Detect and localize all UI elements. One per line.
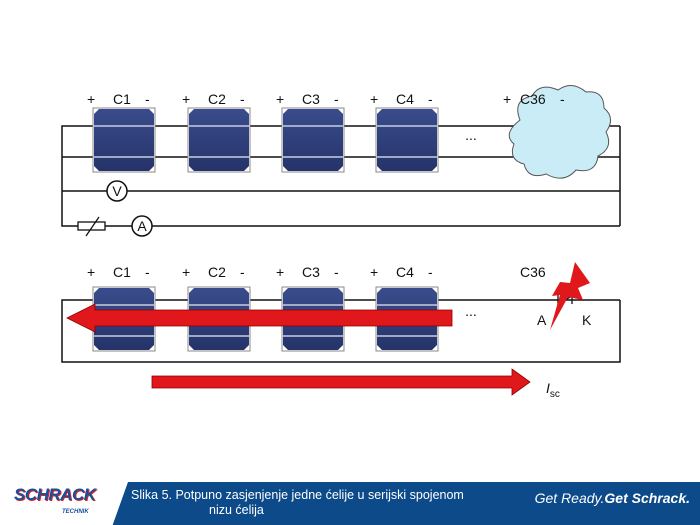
bottom-cell-minus-label: - [240, 264, 245, 280]
bottom-cell-plus-label: + [370, 264, 378, 280]
top-cell-name-label: C4 [396, 91, 414, 107]
bottom-cell-name-label: C1 [113, 264, 131, 280]
short-circuit-arrow-left [66, 303, 453, 333]
top-cell-minus-label: - [428, 91, 433, 107]
top-cell-plus-label: + [276, 91, 284, 107]
cloud-shade [508, 85, 611, 179]
top-cell-3 [281, 107, 345, 173]
top-cell-minus-label: - [145, 91, 150, 107]
ammeter: A [131, 215, 153, 237]
anode-label: A [537, 312, 547, 328]
bottom-cell-minus-label: - [428, 264, 433, 280]
logo-area [0, 482, 128, 525]
top-cell-name-label: C1 [113, 91, 131, 107]
bottom-cell-plus-label: + [182, 264, 190, 280]
top-cell-2 [187, 107, 251, 173]
figure-caption: Slika 5. Potpuno zasjenjenje jedne ćelij… [131, 488, 464, 518]
caption-line-1: Slika 5. Potpuno zasjenjenje jedne ćelij… [131, 488, 464, 502]
ellipsis-bottom: ... [465, 303, 477, 319]
c36-label: C36 [520, 91, 546, 107]
ellipsis-top: ... [465, 127, 477, 143]
top-cell-1 [92, 107, 156, 173]
top-cell-plus-label: + [182, 91, 190, 107]
top-cell-minus-label: - [334, 91, 339, 107]
top-cell-plus-label: + [370, 91, 378, 107]
bottom-cell-name-label: C3 [302, 264, 320, 280]
bottom-cell-plus-label: + [87, 264, 95, 280]
schrack-logo-sub: TECHNIK [62, 509, 89, 515]
schrack-logo: SCHRACK [14, 485, 96, 504]
c36-minus: - [560, 91, 565, 107]
circuit-diagram: +C1-+C2-+C3-+C4- V A ... + C36 - +C1-+C2… [61, 85, 621, 400]
variable-resistor [77, 216, 106, 237]
slogan-part-1: Get Ready. [534, 490, 605, 506]
c36-plus: + [503, 91, 511, 107]
slogan-part-2: Get Schrack. [604, 490, 690, 506]
bottom-cell-plus-label: + [276, 264, 284, 280]
ammeter-label: A [137, 218, 147, 234]
voltmeter: V [106, 180, 128, 202]
bottom-cell-name-label: C4 [396, 264, 414, 280]
top-cell-4 [375, 107, 439, 173]
slogan: Get Ready.Get Schrack. [535, 490, 690, 506]
lightning-icon [550, 262, 590, 330]
isc-label: Isc [546, 380, 560, 400]
top-cell-plus-label: + [87, 91, 95, 107]
top-cell-name-label: C2 [208, 91, 226, 107]
top-cell-name-label: C3 [302, 91, 320, 107]
cathode-label: K [582, 312, 592, 328]
bottom-cell-minus-label: - [334, 264, 339, 280]
bottom-cell-name-label: C2 [208, 264, 226, 280]
bottom-cell-minus-label: - [145, 264, 150, 280]
c36-shaded-label: C36 [520, 264, 546, 280]
voltmeter-label: V [112, 183, 122, 199]
caption-line-2: nizu ćelija [209, 503, 264, 517]
current-arrow-right [151, 368, 531, 396]
top-cell-minus-label: - [240, 91, 245, 107]
